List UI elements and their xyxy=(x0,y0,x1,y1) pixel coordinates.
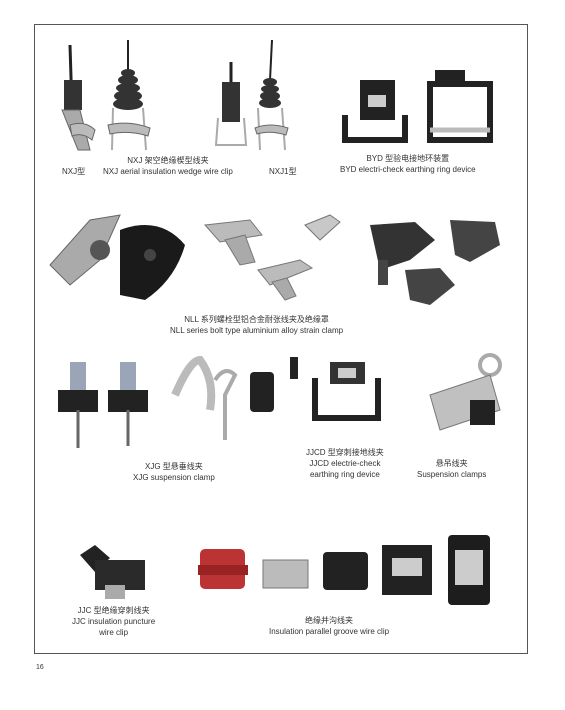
page-number: 16 xyxy=(36,664,44,671)
nxj1-label: NXJ1型 xyxy=(269,167,297,176)
jjcd-clamp-image xyxy=(290,357,381,421)
nll-clamp-aluminium-image-2 xyxy=(304,214,341,241)
parallel-groove-clip-open-image xyxy=(448,535,490,605)
parallel-groove-clip-red-image xyxy=(198,549,248,589)
xjg-caption: XJG 型悬垂线夹 XJG suspension clamp xyxy=(133,462,215,482)
byd-ring-image-2 xyxy=(427,70,493,143)
nxj-clip-image-1 xyxy=(61,44,96,151)
nll-caption: NLL 系列螺栓型铝合金耐张线夹及绝缘罩 NLL series bolt typ… xyxy=(170,315,344,335)
parallel-groove-clip-black-image xyxy=(323,552,368,590)
xjg-hook-image-2 xyxy=(213,369,238,440)
nxj-clip-image-2 xyxy=(107,40,151,151)
nxj-left-label: NXJ型 xyxy=(62,167,86,176)
jjcd-caption: JJCD 型穿刺接地线夹 JJCD electrie-check earthin… xyxy=(306,448,384,479)
catalog-frame xyxy=(34,24,528,654)
byd-ring-image-1 xyxy=(342,80,408,143)
nxj-caption: NXJ 架空绝缘楔型线夹 NXJ aerial insulation wedge… xyxy=(103,156,233,176)
nll-clamp-covered-image xyxy=(49,214,185,300)
parallel-groove-clip-cover-image xyxy=(382,545,432,595)
parallel-groove-clip-metal-image xyxy=(262,559,309,589)
xjg-clamp-image-1 xyxy=(58,362,98,448)
nxj1-clip-image xyxy=(254,39,289,151)
nll-insulation-cover-image-2 xyxy=(450,220,500,262)
suspension-caption: 悬吊线夹 Suspension clamps xyxy=(417,459,487,479)
parallel-groove-caption: 绝缘并沟线夹 Insulation parallel groove wire c… xyxy=(269,616,390,636)
nll-insulation-cover-image-3 xyxy=(405,268,455,305)
nll-clamp-aluminium-image-1 xyxy=(203,219,263,266)
xjg-sleeve-image xyxy=(250,372,274,412)
nxj-clip-image-3 xyxy=(214,62,248,146)
byd-caption: BYD 型验电接地环装置 BYD electri-check earthing … xyxy=(340,154,476,174)
xjg-hook-image-1 xyxy=(171,355,216,411)
xjg-clamp-image-2 xyxy=(108,362,148,446)
jjc-caption: JJC 型绝缘穿刺线夹 JJC insulation puncture wire… xyxy=(72,606,156,637)
nll-clamp-aluminium-image-3 xyxy=(257,259,314,301)
suspension-clamp-image xyxy=(429,353,502,431)
nll-insulation-cover-image-1 xyxy=(370,222,435,285)
jjc-clamp-image xyxy=(80,545,145,599)
